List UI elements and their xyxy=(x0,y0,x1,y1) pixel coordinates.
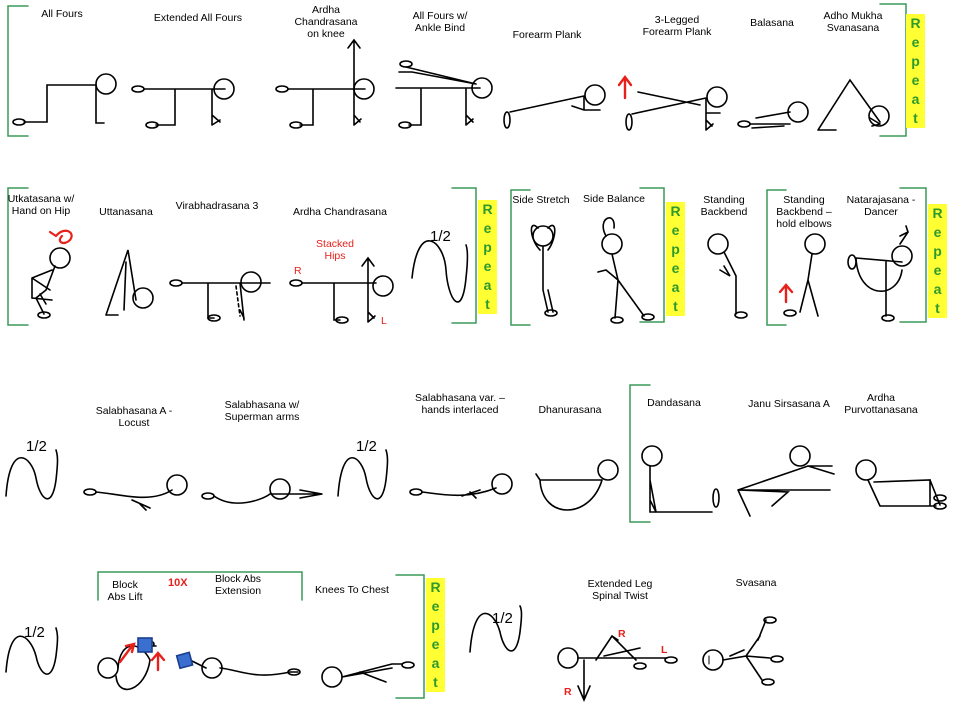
arrows-abs-lift xyxy=(118,642,166,672)
label-dandasana: Dandasana xyxy=(647,397,701,409)
figure-janu-sirsasana xyxy=(737,445,835,517)
label-block-abs-extension: Block Abs Extension xyxy=(214,573,262,597)
mark-right: R xyxy=(294,265,302,277)
twist-mark-l: L xyxy=(661,644,668,656)
bracket-row2-c xyxy=(766,187,927,326)
label-extended-all-fours: Extended All Fours xyxy=(153,12,243,24)
sequence-brackets xyxy=(7,3,927,699)
figure-natarajasana xyxy=(847,225,913,322)
figure-svasana xyxy=(702,616,784,686)
label-all-fours-ankle-bind: All Fours w/ Ankle Bind xyxy=(412,10,468,34)
block-icon-2 xyxy=(175,651,194,670)
figure-ardha-chandrasana-knee xyxy=(275,38,375,129)
bracket-row1-left xyxy=(7,5,29,137)
figure-salabhasana-a xyxy=(83,474,188,511)
label-ardha-chandrasana-knee: Ardha Chandrasana on knee xyxy=(294,4,358,40)
label-salabhasana-var: Salabhasana var. – hands interlaced xyxy=(415,392,505,416)
wave-half-row4-a xyxy=(5,627,59,675)
figure-all-fours xyxy=(12,73,117,126)
figure-salabhasana-var xyxy=(409,473,513,499)
figure-side-balance xyxy=(597,217,655,324)
label-extended-leg-twist: Extended Leg Spinal Twist xyxy=(587,578,653,602)
label-natarajasana: Natarajasana - Dancer xyxy=(846,194,916,218)
half-label-row4-b: 1/2 xyxy=(492,610,513,627)
figure-block-abs-extension xyxy=(189,657,301,679)
figure-salabhasana-superman xyxy=(201,478,323,504)
twist-mark-r-bottom: R xyxy=(564,686,572,698)
figure-standing-backbend-elbows xyxy=(783,233,826,317)
label-ardha-purvottanasana: Ardha Purvottanasana xyxy=(844,392,918,416)
label-standing-backbend: Standing Backbend xyxy=(700,194,748,218)
label-block-abs-lift: Block Abs Lift xyxy=(107,579,143,603)
label-virabhadrasana3: Virabhadrasana 3 xyxy=(175,200,259,212)
figure-virabhadrasana3 xyxy=(169,271,271,322)
figure-dhanurasana xyxy=(535,459,619,511)
hand-on-hip-red xyxy=(48,229,73,245)
wave-half-row3-b xyxy=(337,449,389,500)
figure-extended-leg-twist xyxy=(557,634,678,702)
label-stacked-hips: Stacked Hips xyxy=(316,238,354,262)
figure-dandasana xyxy=(641,445,720,513)
figure-side-stretch xyxy=(530,224,558,317)
bracket-row2-a-right xyxy=(451,187,477,324)
figure-standing-backbend xyxy=(707,233,748,319)
label-ten-x: 10X xyxy=(168,577,188,589)
label-svasana: Svasana xyxy=(735,577,777,589)
label-ardha-chandrasana: Ardha Chandrasana xyxy=(293,206,387,218)
label-all-fours: All Fours xyxy=(41,8,83,20)
figure-adho-mukha xyxy=(817,78,890,131)
figure-knees-to-chest xyxy=(321,661,415,688)
figure-utkatasana xyxy=(31,247,71,319)
label-forearm-plank: Forearm Plank xyxy=(512,29,582,41)
figure-extended-all-fours xyxy=(131,78,235,129)
label-standing-backbend-elbows: Standing Backbend – hold elbows xyxy=(776,194,832,230)
label-dhanurasana: Dhanurasana xyxy=(538,404,602,416)
half-label-row3-b: 1/2 xyxy=(356,438,377,455)
label-salabhasana-a: Salabhasana A - Locust xyxy=(95,405,173,429)
label-side-balance: Side Balance xyxy=(583,193,645,205)
bracket-row4-right xyxy=(395,574,425,699)
figure-balasana xyxy=(737,101,809,129)
bracket-row4 xyxy=(97,571,303,601)
bracket-row2-a-left xyxy=(7,187,29,326)
label-utkatasana: Utkatasana w/ Hand on Hip xyxy=(7,193,75,217)
figure-three-legged-plank xyxy=(625,86,728,131)
arrow-up-red-2 xyxy=(778,283,794,304)
figure-uttanasana xyxy=(105,249,154,316)
figure-ardha-purvottanasana xyxy=(855,459,947,510)
half-label-row3-a: 1/2 xyxy=(26,438,47,455)
bracket-row2-b xyxy=(510,187,665,326)
label-knees-to-chest: Knees To Chest xyxy=(315,584,389,596)
wave-half-row3-a xyxy=(5,449,59,500)
wave-half-row2 xyxy=(411,240,469,303)
arrow-up-red xyxy=(617,75,633,100)
mark-left: L xyxy=(381,315,387,327)
half-label-row4-a: 1/2 xyxy=(24,624,45,641)
bracket-row1-right xyxy=(879,3,907,137)
block-icon-1 xyxy=(137,637,153,653)
figure-ardha-chandrasana xyxy=(289,256,394,324)
label-janu-sirsasana: Janu Sirsasana A xyxy=(748,398,830,410)
label-uttanasana: Uttanasana xyxy=(99,206,153,218)
label-balasana: Balasana xyxy=(750,17,794,29)
half-label-row2: 1/2 xyxy=(430,228,451,245)
wave-half-row4-b xyxy=(469,605,523,653)
label-adho-mukha: Adho Mukha Svanasana xyxy=(823,10,883,34)
figure-all-fours-ankle-bind xyxy=(395,60,493,129)
label-side-stretch: Side Stretch xyxy=(512,194,570,206)
twist-mark-r-top: R xyxy=(618,628,626,640)
label-three-legged-plank: 3-Legged Forearm Plank xyxy=(642,14,712,38)
bracket-row3 xyxy=(629,384,651,523)
figure-forearm-plank xyxy=(503,84,606,129)
label-salabhasana-superman: Salabhasana w/ Superman arms xyxy=(224,399,300,423)
